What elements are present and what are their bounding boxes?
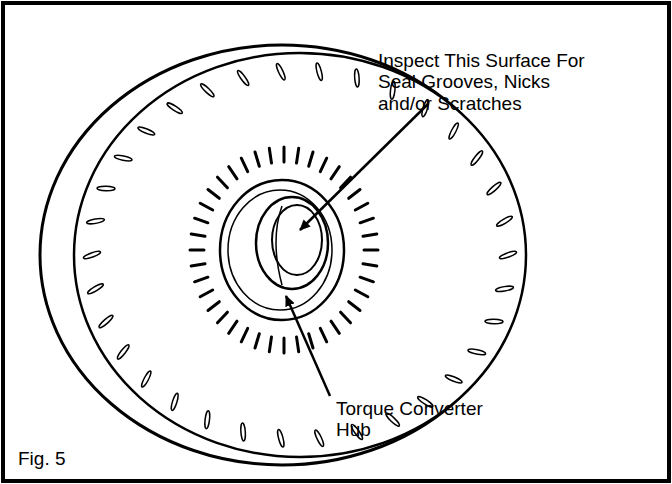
hub-slot — [331, 167, 339, 179]
rim-slot — [499, 250, 517, 260]
rim-slot — [83, 250, 101, 260]
rim-slot — [137, 126, 155, 137]
hub-slot — [309, 334, 313, 348]
rim-slot — [87, 282, 105, 295]
rim-slot — [86, 218, 104, 225]
callout-text: Torque Converter Hub — [336, 398, 508, 441]
rim-slot — [166, 101, 184, 114]
rim-slot — [275, 63, 287, 81]
rim-slot — [199, 83, 215, 99]
rim-slot — [114, 154, 133, 162]
hub-slot — [360, 218, 373, 223]
hub-slot — [218, 312, 228, 323]
leader-line — [286, 296, 330, 396]
figure-number: Fig. 5 — [18, 448, 138, 469]
frame — [3, 3, 669, 481]
hub-slot — [309, 152, 313, 166]
rim-slot — [445, 374, 463, 385]
hub-ring — [228, 190, 332, 310]
rim-slot — [448, 122, 460, 140]
rim-slot — [495, 285, 513, 292]
hub-slot — [363, 264, 377, 266]
hub-slot — [349, 302, 360, 311]
hub-slot — [320, 328, 326, 341]
hub-slot — [191, 264, 205, 266]
hub-slot — [360, 277, 373, 282]
rim-slots — [83, 63, 517, 448]
rim-slot — [140, 370, 152, 388]
rim-slot — [116, 343, 131, 360]
rim-slot — [313, 429, 325, 447]
rim-slot — [354, 69, 360, 87]
hub-slot — [341, 312, 351, 323]
hub-slot — [283, 338, 286, 353]
rim-slot — [276, 429, 285, 448]
rim-slot — [240, 423, 246, 441]
hub-slot — [269, 148, 271, 163]
hub-slot — [241, 158, 247, 171]
hub-slot — [229, 321, 237, 333]
hub-slot — [355, 290, 368, 297]
hub-edge — [276, 206, 282, 285]
hub-slot — [195, 218, 208, 223]
hub-slot — [218, 177, 228, 188]
hub-slot — [363, 234, 377, 236]
front-face — [74, 53, 526, 457]
rim-slot — [170, 393, 179, 411]
rim-slot — [97, 186, 115, 191]
hub-slot — [229, 167, 237, 179]
rim-slot — [496, 215, 514, 228]
rim-slot — [485, 319, 503, 324]
callout-text: Inspect This Surface For Seal Grooves, N… — [378, 50, 592, 114]
hub-slots — [190, 147, 378, 353]
hub-slot — [208, 190, 219, 199]
hub-flange — [220, 180, 344, 320]
hub-slot — [297, 148, 299, 163]
hub-slot — [355, 203, 368, 210]
hub-slot — [255, 152, 259, 166]
hub-slot — [269, 337, 271, 352]
hub-slot — [283, 147, 286, 162]
rim-slot — [236, 69, 250, 86]
rim-slot — [486, 181, 502, 196]
hub-slot — [364, 249, 378, 252]
hub-slot — [349, 190, 360, 199]
rim-slot — [468, 348, 487, 356]
hub-slot — [241, 328, 247, 341]
hub-slot — [331, 321, 339, 333]
hub-slot — [195, 277, 208, 282]
hub-slot — [190, 249, 204, 252]
hub-slot — [208, 302, 219, 311]
hub — [256, 197, 328, 289]
hub-slot — [200, 203, 213, 210]
leader-line — [300, 104, 428, 230]
rim-slot — [204, 411, 210, 429]
hub-slot — [297, 337, 299, 352]
hub-slot — [191, 234, 205, 236]
rim-slot — [98, 314, 114, 329]
rim-slot — [315, 63, 324, 82]
rim-slot — [470, 150, 485, 167]
hub-slot — [255, 334, 259, 348]
hub-slot — [200, 290, 213, 297]
hub-slot — [320, 158, 326, 171]
